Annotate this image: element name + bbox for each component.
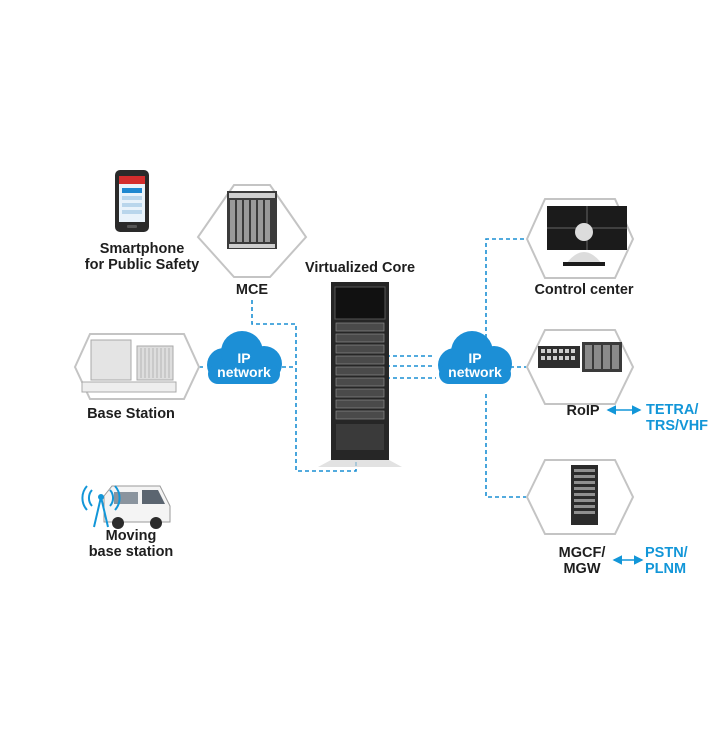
left-cloud-label-line1: IP: [237, 350, 251, 366]
right-cloud-icon: [438, 331, 512, 384]
mce-to-left-cloud-link: [251, 300, 357, 472]
left-cloud-label-line2: network: [217, 364, 271, 380]
smartphone-label: Smartphone for Public Safety: [72, 241, 212, 273]
mgcf-label-line2: MGW: [563, 561, 601, 577]
right-cloud-label-line2: network: [448, 364, 502, 380]
control-center-label: Control center: [534, 282, 634, 298]
pstn-label-line1: PSTN/: [645, 545, 688, 561]
tetra-label-line1: TETRA/: [646, 402, 699, 418]
server-rack-icon: [318, 282, 402, 467]
van-antenna-icon: [81, 485, 171, 529]
moving-base-station-label: Moving base station: [76, 528, 186, 560]
right-cloud-label: IP network: [439, 351, 511, 379]
left-cloud-icon: [207, 331, 282, 384]
tetra-label: TETRA/ TRS/VHF: [646, 402, 716, 434]
pstn-label-line2: PLNM: [645, 561, 687, 577]
mgcf-label-line1: MGCF/: [558, 545, 606, 561]
virtualized-core-label: Virtualized Core: [304, 260, 416, 276]
mgcf-label: MGCF/ MGW: [552, 545, 612, 577]
mce-chassis-icon: [227, 191, 277, 249]
moving-base-station-label-line1: Moving: [105, 528, 157, 544]
right-cloud-to-mgcf-link: [485, 394, 526, 498]
operator-monitors-icon: [547, 206, 627, 266]
smartphone-label-line1: Smartphone: [99, 241, 185, 257]
roip-label: RoIP: [566, 403, 600, 419]
right-cloud-label-line1: IP: [468, 350, 482, 366]
left-cloud-label: IP network: [208, 351, 280, 379]
base-station-label: Base Station: [87, 406, 175, 422]
smartphone-icon: [115, 170, 149, 232]
mce-label: MCE: [235, 282, 269, 298]
tetra-label-line2: TRS/VHF: [646, 418, 709, 434]
right-cloud-to-control-center-link: [485, 238, 526, 338]
smartphone-label-line2: for Public Safety: [84, 257, 200, 273]
moving-base-station-label-line2: base station: [88, 544, 174, 560]
roip-rack-icon: [538, 342, 622, 372]
pstn-label: PSTN/ PLNM: [645, 545, 711, 577]
mgcf-server-icon: [571, 465, 598, 525]
base-station-icon: [81, 339, 177, 393]
